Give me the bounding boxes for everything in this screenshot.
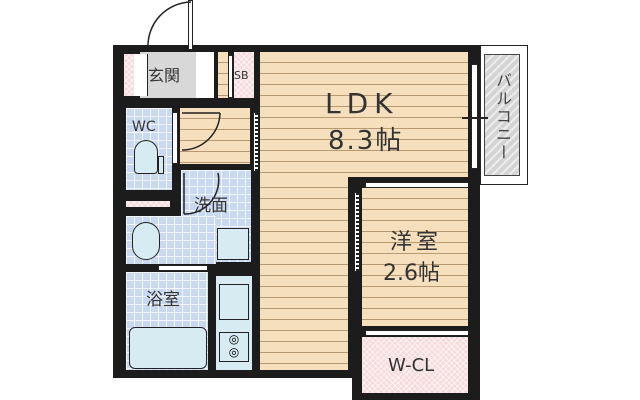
genkan-step (134, 54, 148, 96)
wcl-sliding-door[interactable] (365, 330, 469, 336)
entrance-door-swing-icon (147, 1, 192, 49)
stove-burners-icon: ◎◎ (219, 332, 249, 362)
western-room-label: 洋室 (390, 230, 443, 255)
wc-shelf (126, 201, 170, 207)
entrance-door[interactable] (188, 0, 193, 50)
bath-label: 浴室 (146, 290, 180, 310)
bath-door[interactable] (158, 265, 208, 271)
hall-door-swing-icon (181, 112, 221, 151)
ldk-floor (260, 52, 468, 177)
balcony-window[interactable] (471, 64, 478, 169)
genkan-floor (140, 52, 196, 98)
ldk-size: 8.3帖 (328, 126, 404, 156)
hallway-floor (180, 108, 250, 164)
wash-label: 洗面 (194, 196, 228, 216)
balcony-floor (484, 54, 520, 176)
genkan-hall (196, 52, 214, 98)
genkan-label: 玄関 (148, 66, 181, 85)
washing-machine (217, 228, 249, 260)
western-top-sliding-door[interactable] (365, 182, 469, 188)
shoe-box (124, 54, 134, 96)
sb-door[interactable] (228, 55, 233, 98)
toilet-tank (158, 156, 164, 174)
kitchen-sink (219, 284, 249, 320)
wc-label: WC (132, 119, 156, 135)
bathtub (129, 327, 207, 369)
wc-door[interactable] (172, 112, 178, 164)
sb-label: SB (234, 69, 249, 82)
ldk-floor-lower (260, 177, 348, 370)
toilet-bowl (134, 140, 158, 174)
wcl-label: W-CL (388, 355, 435, 376)
hall-floor (218, 52, 228, 98)
western-room-size: 2.6帖 (383, 261, 440, 286)
washbasin (132, 222, 160, 260)
balcony-window-handle (462, 117, 488, 119)
ldk-sliding-door[interactable] (253, 112, 259, 172)
balcony-label: バルコニー (493, 72, 512, 162)
western-left-sliding-door[interactable] (354, 192, 360, 272)
ldk-label: LDK (325, 87, 399, 120)
walk-in-closet-floor (362, 337, 468, 393)
wash-door-swing-icon (183, 172, 220, 215)
sb-floor (234, 52, 254, 98)
western-room-floor (362, 188, 468, 326)
